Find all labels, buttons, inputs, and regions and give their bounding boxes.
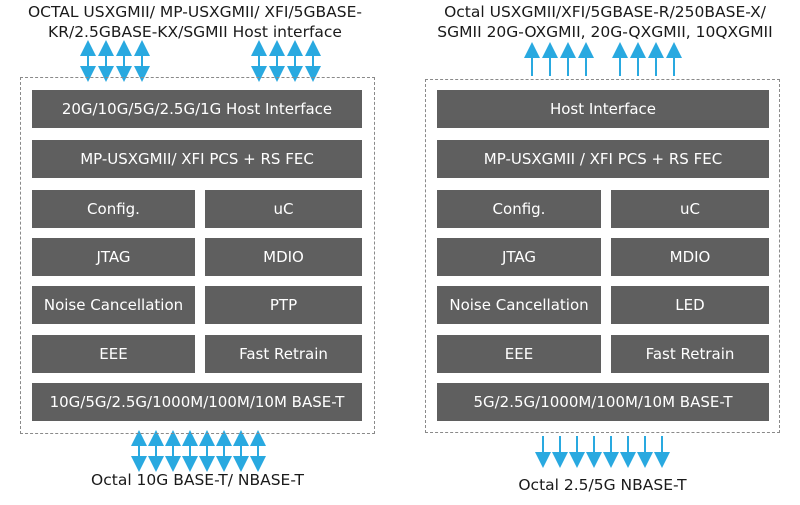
left-fast-retrain-block: Fast Retrain — [205, 335, 362, 373]
left-eee-block: EEE — [32, 335, 195, 373]
left-phy-block: 10G/5G/2.5G/1000M/100M/10M BASE-T — [32, 383, 362, 421]
left-ptp-block: PTP — [205, 286, 362, 324]
right-fast-retrain-block: Fast Retrain — [611, 335, 769, 373]
right-phy-block: 5G/2.5G/1000M/100M/10M BASE-T — [437, 383, 769, 421]
left-noise-cancellation-block: Noise Cancellation — [32, 286, 195, 324]
right-uc-block: uC — [611, 190, 769, 228]
right-pcs-block: MP-USXGMII / XFI PCS + RS FEC — [437, 140, 769, 178]
left-chip-frame — [20, 77, 375, 434]
right-chip-frame — [425, 79, 780, 433]
left-pcs-block: MP-USXGMII/ XFI PCS + RS FEC — [32, 140, 362, 178]
right-eee-block: EEE — [437, 335, 601, 373]
right-top-caption: Octal USXGMII/XFI/5GBASE-R/250BASE-X/ SG… — [410, 2, 800, 42]
left-host-interface-block: 20G/10G/5G/2.5G/1G Host Interface — [32, 90, 362, 128]
left-uc-block: uC — [205, 190, 362, 228]
right-config-block: Config. — [437, 190, 601, 228]
right-bottom-caption: Octal 2.5/5G NBASE-T — [518, 476, 687, 494]
left-mdio-block: MDIO — [205, 238, 362, 276]
left-bottom-caption: Octal 10G BASE-T/ NBASE-T — [91, 471, 304, 489]
right-noise-cancellation-block: Noise Cancellation — [437, 286, 601, 324]
right-top-caption-line2: SGMII 20G-OXGMII, 20G-QXGMII, 10QXGMII — [437, 23, 773, 41]
right-top-caption-line1: Octal USXGMII/XFI/5GBASE-R/250BASE-X/ — [444, 3, 766, 21]
left-top-caption-line1: OCTAL USXGMII/ MP-USXGMII/ XFI/5GBASE- — [27, 3, 363, 21]
right-jtag-block: JTAG — [437, 238, 601, 276]
left-config-block: Config. — [32, 190, 195, 228]
left-jtag-block: JTAG — [32, 238, 195, 276]
right-led-block: LED — [611, 286, 769, 324]
right-host-interface-block: Host Interface — [437, 90, 769, 128]
left-top-caption: OCTAL USXGMII/ MP-USXGMII/ XFI/5GBASE- K… — [0, 2, 390, 42]
right-mdio-block: MDIO — [611, 238, 769, 276]
left-top-caption-line2: KR/2.5GBASE-KX/SGMII Host interface — [48, 23, 342, 41]
